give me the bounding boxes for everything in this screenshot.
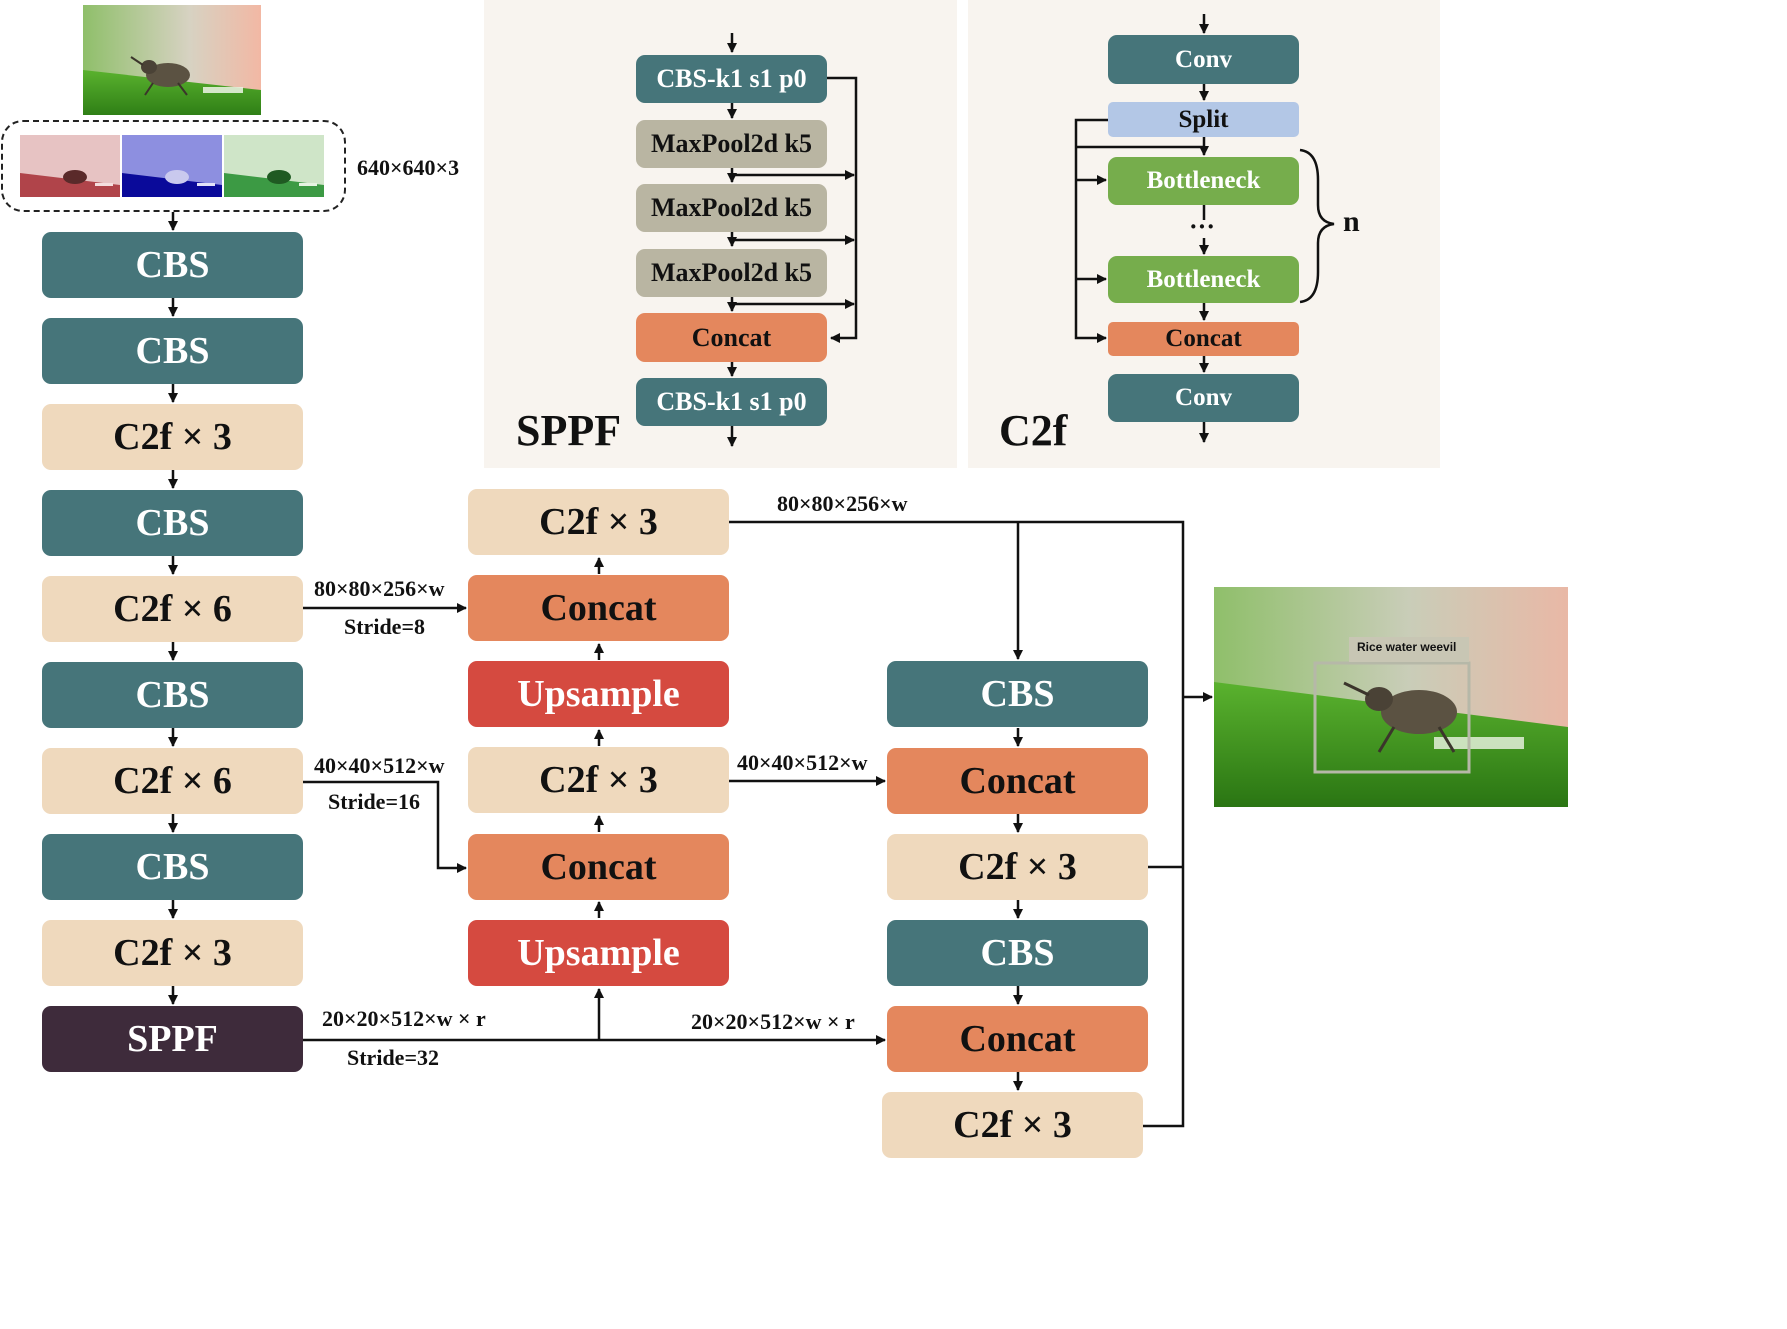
input-size-label: 640×640×3 [357, 155, 460, 180]
backbone-sppf: SPPF [42, 1006, 303, 1072]
backbone-c2f-3: C2f × 3 [42, 404, 303, 470]
neck-c2f-mid: C2f × 3 [468, 747, 729, 813]
top-size-label: 80×80×256×w [777, 491, 908, 516]
input-image [83, 5, 261, 115]
pan-concat-2: Concat [887, 1006, 1148, 1072]
p4-stride-label: Stride=16 [328, 789, 420, 814]
c2f-conv-out: Conv [1108, 374, 1299, 422]
backbone-cbs-1: CBS [42, 232, 303, 298]
neck-concat-upper: Concat [468, 575, 729, 641]
pan-concat-1: Concat [887, 748, 1148, 814]
backbone-cbs-4: CBS [42, 490, 303, 556]
c2f-conv-in: Conv [1108, 35, 1299, 84]
sppf-concat: Concat [636, 313, 827, 362]
backbone-cbs-8: CBS [42, 834, 303, 900]
backbone-c2f-7: C2f × 6 [42, 748, 303, 814]
backbone-c2f-9: C2f × 3 [42, 920, 303, 986]
green-channel-image [224, 135, 324, 197]
p3-size-label: 80×80×256×w [314, 576, 445, 601]
mid-size-label: 40×40×512×w [737, 750, 868, 775]
c2f-concat: Concat [1108, 322, 1299, 356]
bottom-size-label: 20×20×512×w × r [691, 1009, 855, 1034]
sppf-cbs-in: CBS-k1 s1 p0 [636, 55, 827, 103]
blue-channel-image [122, 135, 222, 197]
sppf-cbs-out: CBS-k1 s1 p0 [636, 378, 827, 426]
c2f-bottleneck-1: Bottleneck [1108, 157, 1299, 205]
c2f-split: Split [1108, 102, 1299, 137]
rgb-channel-group [1, 120, 346, 212]
sppf-panel-title: SPPF [516, 406, 622, 455]
sppf-maxpool-1: MaxPool2d k5 [636, 120, 827, 168]
backbone-c2f-5: C2f × 6 [42, 576, 303, 642]
p3-stride-label: Stride=8 [344, 614, 425, 639]
detection-label: Rice water weevil [1357, 640, 1457, 654]
neck-c2f-top: C2f × 3 [468, 489, 729, 555]
neck-upsample-upper: Upsample [468, 661, 729, 727]
c2f-repeat-label: n [1343, 205, 1360, 238]
backbone-cbs-2: CBS [42, 318, 303, 384]
pan-c2f-1: C2f × 3 [887, 834, 1148, 900]
p5-size-label: 20×20×512×w × r [322, 1006, 486, 1031]
c2f-ellipsis: ··· [1189, 212, 1216, 241]
sppf-maxpool-3: MaxPool2d k5 [636, 249, 827, 297]
backbone-cbs-6: CBS [42, 662, 303, 728]
p4-size-label: 40×40×512×w [314, 753, 445, 778]
c2f-bottleneck-n: Bottleneck [1108, 256, 1299, 303]
pan-cbs-1: CBS [887, 661, 1148, 727]
pan-cbs-2: CBS [887, 920, 1148, 986]
pan-c2f-2: C2f × 3 [882, 1092, 1143, 1158]
sppf-maxpool-2: MaxPool2d k5 [636, 184, 827, 232]
red-channel-image [20, 135, 120, 197]
p5-stride-label: Stride=32 [347, 1045, 439, 1070]
output-image [1214, 587, 1568, 807]
c2f-panel-title: C2f [999, 406, 1068, 455]
neck-concat-lower: Concat [468, 834, 729, 900]
neck-upsample-lower: Upsample [468, 920, 729, 986]
